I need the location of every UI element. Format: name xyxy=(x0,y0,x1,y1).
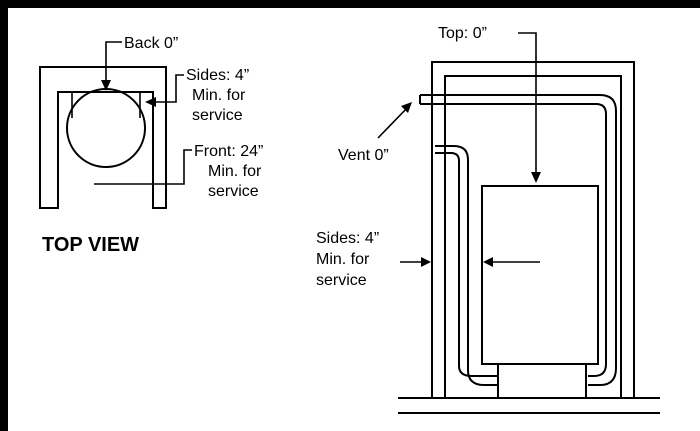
top-leader xyxy=(518,32,537,176)
label-top-sides-line2: Min. for xyxy=(192,87,246,104)
front-sides-arrow-left-icon xyxy=(421,257,431,267)
gas-pipe-inner xyxy=(435,152,498,377)
back-arrow-icon xyxy=(101,80,111,91)
label-front-sides-line2: Min. for xyxy=(316,251,370,268)
vent-leader xyxy=(377,106,409,139)
label-back: Back 0” xyxy=(124,35,178,52)
label-top-view: TOP VIEW xyxy=(42,234,139,256)
top-view-drawing xyxy=(39,41,192,209)
front-sides-arrow-right-icon xyxy=(483,257,493,267)
label-top-sides-line1: Sides: 4” xyxy=(186,67,249,84)
front-leader xyxy=(94,149,192,185)
label-front-sides-line3: service xyxy=(316,272,367,289)
label-vent: Vent 0” xyxy=(338,147,389,164)
top-arrow-icon xyxy=(531,172,541,183)
label-front-line1: Front: 24” xyxy=(194,143,263,160)
label-front-line2: Min. for xyxy=(208,163,262,180)
label-front-line3: service xyxy=(208,183,259,200)
gas-pipe-outer xyxy=(435,145,498,386)
top-view-enclosure xyxy=(39,66,167,209)
vent-arrow-icon xyxy=(401,102,412,113)
vent-pipe-outer xyxy=(420,94,617,386)
diagram-panel xyxy=(8,8,700,431)
label-front-sides-line1: Sides: 4” xyxy=(316,230,379,247)
label-front-top: Top: 0” xyxy=(438,25,487,42)
top-sides-arrow-icon xyxy=(145,97,156,107)
front-view-drawing xyxy=(377,32,660,414)
label-top-sides-line3: service xyxy=(192,107,243,124)
top-sides-leader xyxy=(152,74,184,103)
back-leader xyxy=(105,41,122,84)
vent-pipe-inner xyxy=(420,103,607,377)
